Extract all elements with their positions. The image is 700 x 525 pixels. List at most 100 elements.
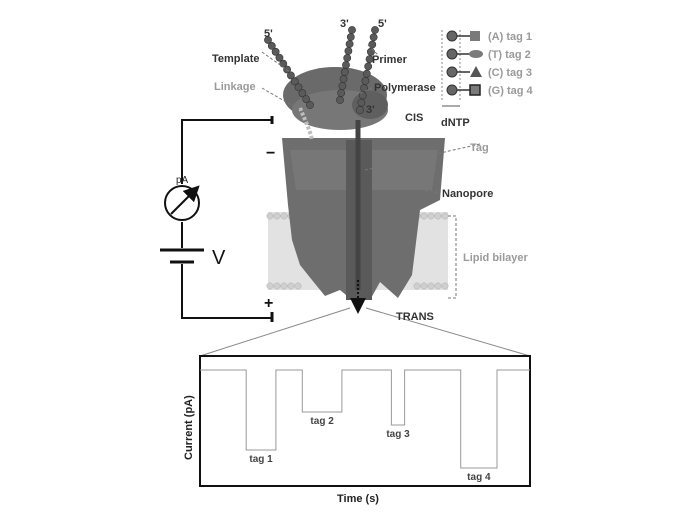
strand-bead xyxy=(361,77,370,85)
lipid-head xyxy=(427,212,435,220)
strand-bead xyxy=(264,36,272,44)
tag-square-icon xyxy=(470,31,480,41)
zoom-lines xyxy=(199,307,531,357)
tag-ellipse-icon xyxy=(469,50,483,58)
strand-bead xyxy=(275,53,284,62)
nucleotide-bead-icon xyxy=(446,30,458,42)
lipid-head xyxy=(287,282,295,290)
strand-bead xyxy=(294,83,303,92)
tag-square-outlined-icon xyxy=(469,84,481,96)
strand-bead xyxy=(340,68,349,76)
lipid-head xyxy=(434,282,442,290)
lipid-head xyxy=(266,282,274,290)
plus-terminal-label: + xyxy=(264,295,273,312)
tag-triangle-icon xyxy=(470,66,482,77)
strand-bead xyxy=(298,89,307,98)
strand-bead xyxy=(369,33,378,42)
strand-bead xyxy=(342,61,350,69)
trace-xlabel: Time (s) xyxy=(337,493,379,505)
nucleotide-bead-icon xyxy=(446,48,458,60)
strand-bead xyxy=(344,47,353,55)
lipid-head xyxy=(273,282,281,290)
polymerase-label: Polymerase xyxy=(374,82,436,94)
primer-strand-right xyxy=(356,26,379,114)
primer-five-prime-label: 5' xyxy=(378,18,387,30)
minus-terminal-label: − xyxy=(266,145,275,162)
dna-strands xyxy=(264,26,379,114)
nucleotide-bead-icon xyxy=(446,84,458,96)
strand-bead xyxy=(271,47,280,56)
lipid-head xyxy=(441,212,449,220)
nanopore-label: Nanopore xyxy=(442,188,493,200)
trace-event-label: tag 3 xyxy=(386,429,410,440)
polymerase xyxy=(283,67,388,130)
primer-label: Primer xyxy=(372,54,408,66)
strand-bead xyxy=(360,84,368,93)
circuit xyxy=(160,116,274,322)
strand-bead xyxy=(267,42,276,50)
voltage-label: V xyxy=(212,247,226,269)
strand-bead xyxy=(346,33,355,41)
lipid-head xyxy=(280,212,288,220)
trace-event-label: tag 4 xyxy=(467,472,491,483)
strand-bead xyxy=(345,40,354,48)
lipid-head xyxy=(420,212,428,220)
mid-three-prime-label: 3' xyxy=(366,104,375,116)
current-trace-panel: tag 1 tag 2 tag 3 tag 4 xyxy=(199,355,531,487)
lipid-head xyxy=(280,282,288,290)
legend-item-label: (G) tag 4 xyxy=(488,85,533,97)
legend-item-label: (A) tag 1 xyxy=(488,31,532,43)
strand-bead xyxy=(302,95,311,103)
strand-bead xyxy=(336,96,344,104)
primer-three-prime-label: 3' xyxy=(340,18,349,30)
lipid-head xyxy=(273,212,281,220)
strand-bead xyxy=(290,77,299,86)
dntp-label: dNTP xyxy=(441,117,470,129)
strand-bead xyxy=(371,26,379,34)
lipid-bilayer-label: Lipid bilayer xyxy=(463,252,529,264)
strand-bead xyxy=(357,98,366,107)
current-trace-line xyxy=(200,369,530,469)
strand-bead xyxy=(287,71,295,80)
strand-bead xyxy=(356,106,364,114)
tag-label: Tag xyxy=(470,142,489,154)
legend-item-label: (T) tag 2 xyxy=(488,49,531,61)
template-strand xyxy=(264,36,314,109)
strand-bead xyxy=(338,82,347,90)
trace-ylabel: Current (pA) xyxy=(183,395,195,460)
lipid-head xyxy=(427,282,435,290)
strand-bead xyxy=(339,75,348,83)
lipid-head xyxy=(294,282,302,290)
strand-bead xyxy=(348,26,356,34)
strand-bead xyxy=(365,55,374,63)
strand-bead xyxy=(362,69,371,78)
lipid-head xyxy=(434,212,442,220)
strand-bead xyxy=(364,62,373,71)
dntp-legend: (A) tag 1 (T) tag 2 (C) tag 3 (G) tag 4 xyxy=(441,30,533,107)
template-label: Template xyxy=(212,53,259,65)
lipid-head xyxy=(413,282,421,290)
legend-item-label: (C) tag 3 xyxy=(488,67,532,79)
lipid-head xyxy=(266,212,274,220)
template-five-prime-label: 5' xyxy=(264,28,273,40)
lipid-head xyxy=(441,282,449,290)
strand-bead xyxy=(368,40,377,49)
linkage xyxy=(298,107,314,141)
primer-strand-left xyxy=(336,26,356,104)
ammeter-icon xyxy=(164,185,200,221)
linkage-label: Linkage xyxy=(214,81,256,93)
lipid-head xyxy=(420,282,428,290)
strand-bead xyxy=(343,54,352,62)
leader-lines xyxy=(261,44,481,299)
strand-bead xyxy=(306,101,314,109)
trans-label: TRANS xyxy=(396,311,434,323)
strand-bead xyxy=(337,89,346,97)
ammeter-label: pA xyxy=(176,175,189,186)
nucleotide-bead-icon xyxy=(446,66,458,78)
trace-event-label: tag 1 xyxy=(249,454,273,465)
cis-label: CIS xyxy=(405,112,423,124)
text-labels: Template 5' 3' 5' Primer Linkage Polymer… xyxy=(176,18,529,505)
trace-event-label: tag 2 xyxy=(310,416,334,427)
